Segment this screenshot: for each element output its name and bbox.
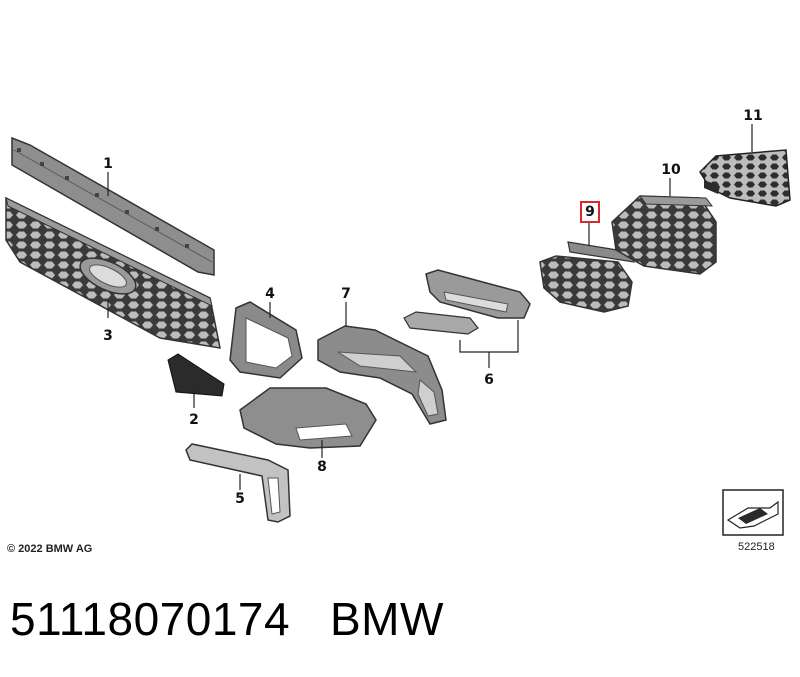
part-5-bracket: [185, 443, 291, 523]
part-2-dark-cover: [167, 353, 225, 397]
callout-11: 11: [743, 108, 763, 124]
part-9-side-grille: [539, 241, 635, 313]
callout-3: 3: [103, 328, 113, 344]
part-number: 51118070174: [10, 593, 291, 645]
brand-name: BMW: [329, 593, 444, 645]
part-6-air-guides: [403, 269, 531, 368]
diagram-number: 522518: [738, 541, 775, 553]
leader-lines: [107, 124, 753, 490]
callout-4: 4: [265, 286, 275, 302]
callout-2: 2: [189, 412, 199, 428]
part-number-caption: 51118070174 BMW: [10, 592, 444, 646]
part-7-bezel: [317, 325, 447, 425]
part-3-main-grille: [5, 196, 221, 349]
copyright-notice: © 2022 BMW AG: [7, 543, 93, 555]
part-4-frame: [229, 301, 303, 379]
orientation-arrow-icon: [722, 489, 784, 536]
callout-7: 7: [341, 286, 351, 302]
part-10-large-side-grille: [611, 195, 717, 275]
callout-9-highlighted: 9: [580, 201, 600, 223]
callout-10: 10: [661, 162, 681, 178]
part-11-dark-mesh-grille: [699, 149, 791, 207]
callout-8: 8: [317, 459, 327, 475]
callout-6: 6: [484, 372, 494, 388]
part-8-lower-bezel: [239, 387, 377, 449]
callout-1: 1: [103, 156, 113, 172]
part-1-upper-trim-strip: [11, 136, 215, 276]
callout-5: 5: [235, 491, 245, 507]
